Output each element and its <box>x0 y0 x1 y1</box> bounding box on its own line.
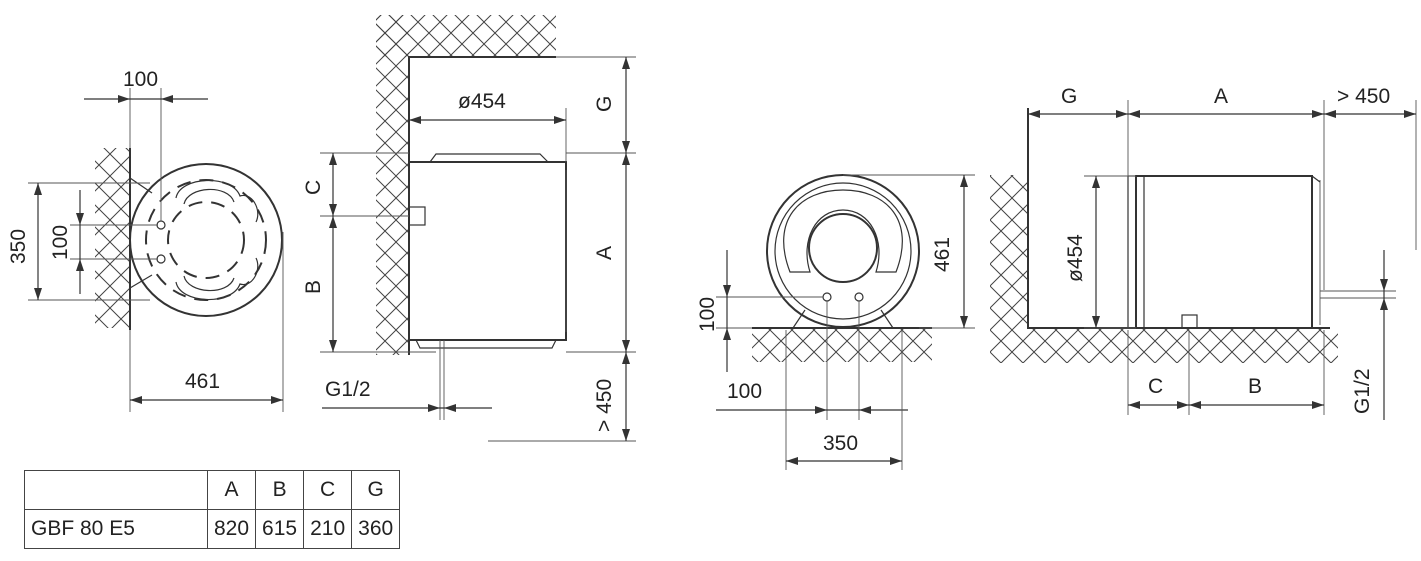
table-header-C: C <box>303 470 353 510</box>
table-value-C: 210 <box>303 509 353 549</box>
dim-g12-horizontal: G1/2 <box>1351 368 1374 414</box>
dim-B-side: B <box>302 280 325 294</box>
view-horizontal-front: 461 100 100 350 <box>696 174 975 470</box>
wall-hatch-1 <box>95 148 130 328</box>
dim-A-side: A <box>593 246 616 260</box>
table-value-A: 820 <box>206 509 257 549</box>
tank-body-side <box>408 161 567 341</box>
table-row: GBF 80 E5 820 615 210 360 <box>24 509 401 549</box>
dim-454-side: ø454 <box>458 90 506 113</box>
dim-100-top: 100 <box>123 68 158 91</box>
dim-350-front: 350 <box>823 432 858 455</box>
dim-G-horizontal: G <box>1061 85 1077 108</box>
tank-circle-front <box>766 174 920 328</box>
table-value-G: 360 <box>351 509 401 549</box>
floor-hatch-4 <box>1028 328 1338 363</box>
tank-body-horizontal <box>1135 175 1313 329</box>
dim-gt450-horizontal: > 450 <box>1337 85 1390 108</box>
dim-461-front: 461 <box>931 237 954 272</box>
tank-circle-top <box>129 163 283 317</box>
view-vertical-top: 100 350 100 461 <box>7 68 284 412</box>
table-header-row: A B C G <box>24 470 401 510</box>
dim-C-side: C <box>302 180 325 195</box>
dim-100-left: 100 <box>49 225 72 260</box>
table-header-G: G <box>351 470 401 510</box>
dim-B-horizontal: B <box>1248 375 1262 398</box>
dim-C-horizontal: C <box>1148 375 1163 398</box>
table-header-B: B <box>255 470 305 510</box>
table-value-B: 615 <box>255 509 305 549</box>
dim-G-side: G <box>593 96 616 112</box>
dimensions-table: A B C G GBF 80 E5 820 615 210 360 <box>24 470 401 549</box>
ceiling-hatch <box>376 15 556 57</box>
wall-hatch-2 <box>376 15 409 355</box>
table-model-cell: GBF 80 E5 <box>24 509 208 549</box>
table-corner-cell <box>24 470 208 510</box>
dim-gt450-side: > 450 <box>593 379 616 432</box>
dim-454-horizontal: ø454 <box>1064 234 1087 282</box>
floor-hatch-3 <box>752 328 932 362</box>
view-horizontal-side: G A > 450 ø454 C B G1/2 <box>990 85 1417 420</box>
dim-350-left: 350 <box>7 229 30 264</box>
dim-A-horizontal: A <box>1214 85 1228 108</box>
table-header-A: A <box>206 470 257 510</box>
dim-100-front-bottom: 100 <box>727 380 762 403</box>
dim-461-bottom: 461 <box>185 370 220 393</box>
dim-g12-side: G1/2 <box>325 378 371 401</box>
dim-100-front-left: 100 <box>696 297 719 332</box>
view-vertical-side: ø454 G A > 450 C B G1/2 <box>302 15 636 442</box>
wall-hatch-4 <box>990 175 1028 363</box>
